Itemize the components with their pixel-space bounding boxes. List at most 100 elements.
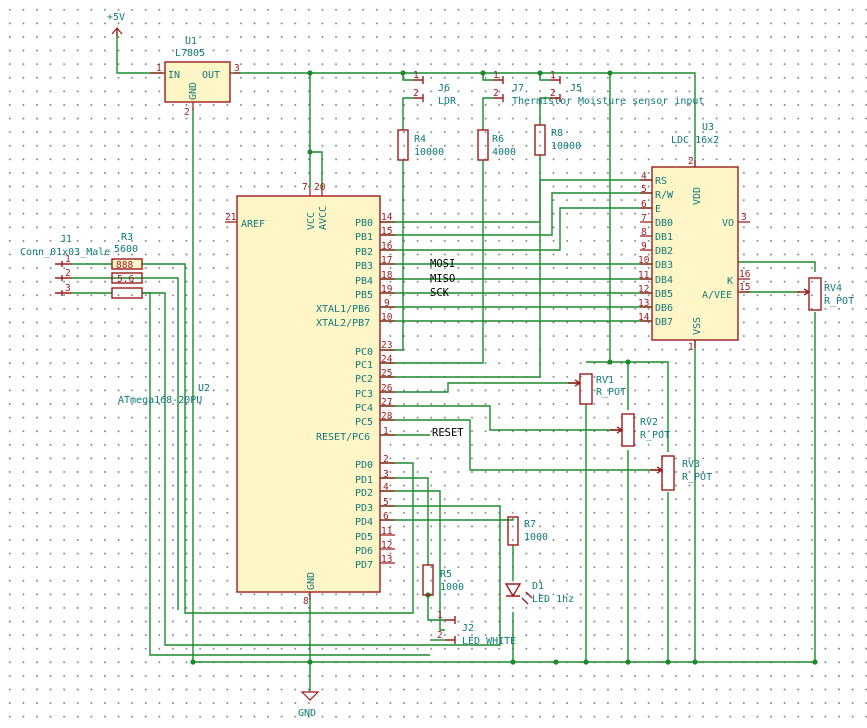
rv3-ref: RV3 [682, 459, 700, 470]
u2-atmega: U2 ATmega168-20PU AREF 21 VCC AVCC 7 20 … [118, 182, 395, 607]
wires [72, 28, 816, 690]
j6-ref: J6 [438, 83, 450, 94]
u2-avcc-pin: 20 [314, 182, 326, 193]
u2-ref: U2 [198, 383, 210, 394]
u2-pin-name: PC4 [355, 403, 373, 414]
gnd-label: GND [298, 708, 316, 719]
j1-value: Conn_01x03_Male [20, 247, 110, 258]
u2-value: ATmega168-20PU [118, 395, 202, 406]
u2-pin-num: 6 [383, 511, 389, 522]
r6-ref: R6 [492, 134, 504, 145]
rv1-ref: RV1 [596, 375, 614, 386]
u2-pin-num: 3 [383, 469, 389, 480]
rv4-value: R_POT [824, 296, 854, 307]
u3-vdd-pin: 2 [688, 156, 694, 167]
u2-pin-num: 28 [381, 411, 393, 422]
u2-pin-num: 12 [381, 540, 392, 551]
u3-pin-num: 13 [638, 298, 649, 309]
u2-pin-name: PD6 [355, 546, 373, 557]
u3-pin-num: 14 [638, 312, 650, 323]
u3-pin-name: DB1 [655, 232, 673, 243]
u2-pin-num: 4 [383, 482, 389, 493]
u2-pin-num: 17 [381, 255, 392, 266]
u2-pin-num: 9 [384, 298, 390, 309]
u3-pin-num: 4 [641, 171, 647, 182]
u2-pin-num: 10 [381, 312, 393, 323]
u3-value: LDC 16x2 [671, 135, 719, 146]
r4-value: 10000 [414, 147, 444, 158]
u1-gnd-label: GND [188, 82, 199, 100]
u2-pin-num: 18 [381, 270, 393, 281]
j7-value: Thermistor [512, 96, 572, 107]
u2-pin-num: 27 [381, 397, 392, 408]
r3-body-top: 888 [116, 260, 133, 271]
u1-out-label: OUT [202, 70, 220, 81]
u3-pin-num: 10 [638, 255, 650, 266]
r8-resistor: R8 10000 [534, 124, 581, 156]
u3-vss-pin: 1 [688, 342, 694, 353]
u3-pin-name: DB6 [655, 303, 673, 314]
u2-vcc-pin: 7 [302, 182, 308, 193]
u2-pin-name: XTAL1/PB6 [316, 304, 370, 315]
u2-pin-name: PD0 [355, 460, 373, 471]
u3-avee-label: A/VEE [702, 290, 732, 301]
j2-pin1: 1 [437, 610, 443, 621]
u3-pin-name: DB0 [655, 218, 673, 229]
u2-pin-name: PD4 [355, 517, 373, 528]
u3-k-label: K [727, 276, 733, 287]
r8-ref: R8 [551, 128, 563, 139]
r7-resistor: R7 1000 [507, 516, 548, 546]
u2-pin-num: 23 [381, 340, 392, 351]
u3-pin-name: E [655, 204, 661, 215]
j1-connector: J1 Conn_01x03_Male 1 2 3 [20, 234, 110, 296]
u2-pin-name: PB0 [355, 218, 373, 229]
u3-pin-num: 7 [641, 213, 647, 224]
u2-vcc-label: VCC [306, 212, 317, 230]
rv4-ref: RV4 [824, 283, 842, 294]
u1-value: L7805 [175, 48, 205, 59]
r4-ref: R4 [414, 134, 426, 145]
u3-left-pins: RS 4 R/W 5 E 6 DB0 7 DB1 8 DB2 9 DB3 10 … [638, 171, 674, 328]
u3-k-pin: 16 [739, 269, 751, 280]
u2-pin-name: PB3 [355, 261, 373, 272]
u2-pin-num: 5 [383, 497, 389, 508]
u2-pin-name: PC3 [355, 389, 373, 400]
u2-pin-name: PC5 [355, 417, 373, 428]
u2-pin-num: 16 [381, 241, 393, 252]
j5-pin2: 2 [550, 88, 556, 99]
j7-connector: 1 2 J7 Thermistor [493, 70, 572, 107]
j1-pin2: 2 [65, 268, 71, 279]
u2-aref-pin: 21 [225, 212, 237, 223]
j2-connector: 1 2 J2 LED WHITE [437, 610, 516, 647]
u2-pin-num: 2 [383, 454, 389, 465]
u2-pin-num: 14 [381, 212, 393, 223]
u3-pin-name: DB7 [655, 317, 673, 328]
j1-ref: J1 [60, 234, 72, 245]
net-label-miso: MISO [430, 273, 455, 285]
rv2-ref: RV2 [640, 417, 658, 428]
u3-ref: U3 [702, 122, 714, 133]
u3-pin-num: 11 [638, 270, 650, 281]
u3-vo-pin: 3 [741, 212, 747, 223]
rv4-pot: RV4 R_POT [797, 277, 854, 311]
u2-pin-name: PD2 [355, 488, 373, 499]
u2-aref-label: AREF [241, 219, 265, 230]
net-labels: MOSI MISO SCK RESET [430, 258, 464, 439]
u2-pin-name: XTAL2/PB7 [316, 318, 370, 329]
u2-pin-num: 11 [381, 526, 393, 537]
u2-pin-name: PC1 [355, 360, 373, 371]
r5-resistor: R5 1000 [422, 564, 464, 596]
r8-value: 10000 [551, 141, 581, 152]
u2-pin-name: PD3 [355, 503, 373, 514]
u2-pin-num: 25 [381, 368, 392, 379]
rv3-pot: RV3 R_POT [650, 455, 712, 491]
u3-pin-num: 6 [641, 199, 647, 210]
u3-pin-name: DB3 [655, 260, 673, 271]
r3-ref: R3 [121, 232, 133, 243]
u3-pin-num: 8 [641, 227, 647, 238]
j7-pin1: 1 [493, 70, 499, 81]
u2-pin-name: PB2 [355, 247, 373, 258]
r5-ref: R5 [440, 569, 452, 580]
j5-value: Moisture sensor input [578, 96, 704, 107]
